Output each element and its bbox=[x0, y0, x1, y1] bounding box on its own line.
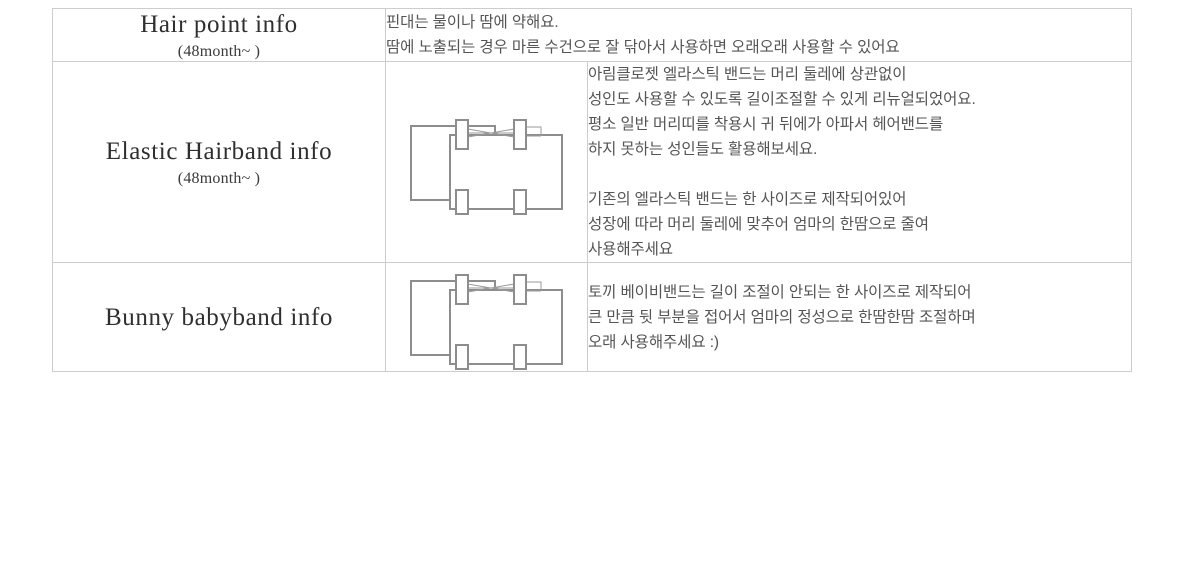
row-title: Hair point info bbox=[140, 11, 298, 38]
row-image-cell-bunny-babyband-info bbox=[385, 262, 588, 373]
row-title-cell-bunny-babyband-info: Bunny babyband info bbox=[52, 262, 386, 373]
row-body-cell-elastic-hairband-info: 아림클로젯 엘라스틱 밴드는 머리 둘레에 상관없이 성인도 사용할 수 있도록… bbox=[587, 61, 1132, 264]
row-paragraph: 아림클로젯 엘라스틱 밴드는 머리 둘레에 상관없이 성인도 사용할 수 있도록… bbox=[588, 66, 976, 159]
row-title-cell-elastic-hairband-info: Elastic Hairband info (48month~ ) bbox=[52, 61, 386, 264]
row-title-cell-hair-point-info: Hair point info (48month~ ) bbox=[52, 7, 386, 63]
row-paragraph: 기존의 엘라스틱 밴드는 한 사이즈로 제작되어있어 성장에 따라 머리 둘레에… bbox=[588, 191, 929, 259]
bunny-babyband-diagram-icon bbox=[409, 274, 563, 371]
row-paragraph: 핀대는 물이나 땀에 약해요. 땀에 노출되는 경우 마른 수건으로 잘 닦아서… bbox=[386, 14, 900, 57]
row-title: Bunny babyband info bbox=[104, 303, 334, 331]
row-body-cell-bunny-babyband-info: 토끼 베이비밴드는 길이 조절이 안되는 한 사이즈로 제작되어 큰 만큼 뒷 … bbox=[587, 262, 1132, 373]
elastic-hairband-diagram-icon bbox=[409, 119, 563, 216]
row-body-cell-hair-point-info: 핀대는 물이나 땀에 약해요. 땀에 노출되는 경우 마른 수건으로 잘 닦아서… bbox=[385, 7, 1132, 63]
product-info-table: Hair point info (48month~ ) 핀대는 물이나 땀에 약… bbox=[52, 7, 1132, 373]
row-image-cell-elastic-hairband-info bbox=[385, 61, 588, 264]
table-row: Hair point info (48month~ ) 핀대는 물이나 땀에 약… bbox=[52, 7, 1132, 63]
table-row: Elastic Hairband info (48month~ ) bbox=[52, 61, 1132, 264]
table-row: Bunny babyband info bbox=[52, 262, 1132, 373]
row-subtitle: (48month~ ) bbox=[177, 43, 261, 61]
row-title: Elastic Hairband info bbox=[105, 138, 333, 166]
row-subtitle: (48month~ ) bbox=[177, 170, 261, 188]
row-paragraph: 토끼 베이비밴드는 길이 조절이 안되는 한 사이즈로 제작되어 큰 만큼 뒷 … bbox=[588, 283, 976, 351]
